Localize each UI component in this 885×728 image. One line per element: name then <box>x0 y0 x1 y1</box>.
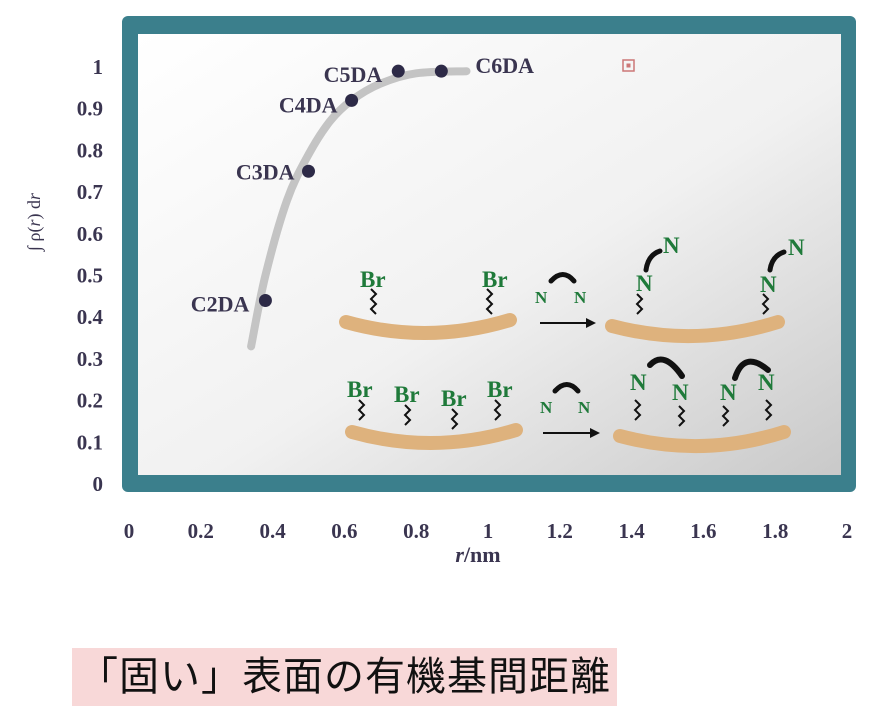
linker-squiggle <box>493 399 502 421</box>
y-tick-label: 0.5 <box>77 264 103 288</box>
atom-label: Br <box>394 382 420 407</box>
x-tick-labels: 0 0.2 0.4 0.6 0.8 1 1.2 1.4 1.6 1.8 2 <box>124 519 853 543</box>
chain-bottom-right <box>613 425 791 454</box>
chain-top-left <box>339 313 517 341</box>
linker-squiggle <box>764 399 773 421</box>
data-points: C2DA C3DA C4DA C5DA C6DA <box>191 53 534 316</box>
reagent-bond <box>552 382 581 394</box>
schematic-bottom-row: Br Br Br Br N N N N N N <box>345 356 791 454</box>
chain-bottom-left <box>345 423 523 451</box>
x-tick-label: 1.4 <box>618 519 645 543</box>
y-tick-label: 1 <box>93 55 104 79</box>
linker-squiggle <box>761 293 770 315</box>
point-label: C4DA <box>279 92 338 117</box>
atom-label: N <box>574 288 587 307</box>
y-tick-label: 0.7 <box>77 180 103 204</box>
x-tick-label: 2 <box>842 519 853 543</box>
data-point <box>434 64 448 78</box>
x-tick-label: 1 <box>483 519 494 543</box>
y-tick-label: 0.3 <box>77 347 103 371</box>
bond <box>643 248 663 273</box>
y-tick-label: 0.2 <box>77 389 103 413</box>
atom-label: N <box>636 271 653 296</box>
chart: 0 0.2 0.4 0.6 0.8 1 1.2 1.4 1.6 1.8 2 0 0.1 0.2 0.3 0.… <box>24 16 856 567</box>
data-point <box>345 93 359 107</box>
reaction-arrow-head <box>590 428 600 438</box>
atom-label: Br <box>482 267 508 292</box>
data-point <box>258 294 272 308</box>
marker-icon <box>622 59 635 72</box>
atom-label: N <box>535 288 548 307</box>
y-tick-labels: 0 0.1 0.2 0.3 0.4 0.5 0.6 0.7 0.8 0.9 1 <box>77 55 104 496</box>
atom-label: N <box>578 398 591 417</box>
y-tick-label: 0.4 <box>77 305 104 329</box>
linker-squiggle <box>357 399 366 421</box>
reagent-bond <box>548 272 577 284</box>
reaction-arrow-head <box>586 318 596 328</box>
point-label: C6DA <box>475 53 534 78</box>
y-tick-label: 0.1 <box>77 430 103 454</box>
y-tick-label: 0.6 <box>77 222 103 246</box>
y-tick-label: 0.9 <box>77 97 103 121</box>
atom-label: Br <box>360 267 386 292</box>
x-tick-label: 1.6 <box>690 519 716 543</box>
x-tick-label: 0.8 <box>403 519 429 543</box>
x-tick-label: 1.8 <box>762 519 788 543</box>
bond <box>647 356 685 379</box>
data-point <box>391 64 405 78</box>
marker-icon-dot <box>626 63 631 68</box>
linker-squiggle <box>403 404 412 426</box>
trend-curve <box>247 67 471 351</box>
atom-label: N <box>672 380 689 405</box>
plot-area <box>138 34 841 475</box>
atom-label: N <box>758 370 775 395</box>
x-tick-label: 0.4 <box>259 519 286 543</box>
y-axis-label: ∫ ρ(r) dr <box>24 192 45 252</box>
data-point <box>302 164 315 178</box>
linker-squiggle <box>633 399 642 421</box>
point-label: C3DA <box>236 159 295 184</box>
bond <box>767 249 787 273</box>
x-axis-label: r/nm <box>455 542 500 567</box>
atom-label: N <box>760 272 777 297</box>
slide-title: 「固い」表面の有機基間距離 <box>72 648 617 706</box>
linker-squiggle <box>635 293 644 315</box>
linker-squiggle <box>485 288 494 315</box>
atom-label: Br <box>347 377 373 402</box>
atom-label: N <box>630 370 647 395</box>
x-tick-label: 0.6 <box>331 519 357 543</box>
x-tick-label: 1.2 <box>547 519 573 543</box>
atom-label: N <box>540 398 553 417</box>
linker-squiggle <box>721 405 730 427</box>
atom-label: N <box>788 235 805 260</box>
point-label: C2DA <box>191 292 250 317</box>
schematic-top-row: Br Br N N N N N N <box>339 233 805 344</box>
chain-top-right <box>605 315 785 344</box>
linker-squiggle <box>369 288 378 315</box>
atom-label: Br <box>441 386 467 411</box>
linker-squiggle <box>677 405 686 427</box>
bond <box>732 358 771 381</box>
y-tick-label: 0 <box>93 472 104 496</box>
atom-label: N <box>663 233 680 258</box>
point-label: C5DA <box>324 62 383 87</box>
atom-label: N <box>720 380 737 405</box>
linker-squiggle <box>450 408 459 430</box>
atom-label: Br <box>487 377 513 402</box>
y-tick-label: 0.8 <box>77 138 103 162</box>
x-tick-label: 0.2 <box>188 519 214 543</box>
x-tick-label: 0 <box>124 519 135 543</box>
